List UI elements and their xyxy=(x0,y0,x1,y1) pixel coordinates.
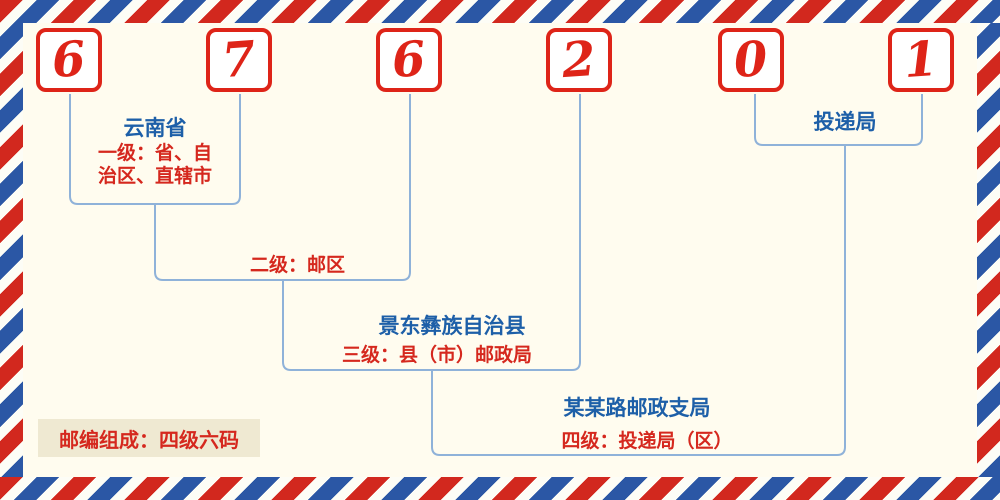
level4-desc-label: 四级：投递局（区） xyxy=(561,431,733,452)
delivery-office-label: 投递局 xyxy=(813,111,877,134)
postal-digit-6: 1 xyxy=(902,30,940,90)
airmail-border-right xyxy=(977,0,1000,500)
level1-desc-label: 一级：省、自 治区、直辖市 xyxy=(65,142,245,188)
postal-digit-box-6: 1 xyxy=(888,28,954,92)
branch-office-label: 某某路邮政支局 xyxy=(563,397,711,420)
postal-digit-box-1: 6 xyxy=(36,28,102,92)
level1-desc-line2: 治区、直辖市 xyxy=(97,166,212,187)
postal-digit-box-3: 6 xyxy=(376,28,442,92)
postal-digit-box-5: 0 xyxy=(718,28,784,92)
postal-digit-4: 2 xyxy=(560,30,598,90)
postal-digit-box-4: 2 xyxy=(546,28,612,92)
airmail-border-top xyxy=(0,0,1000,23)
level2-desc-label: 二级：邮区 xyxy=(249,255,345,276)
postal-digit-box-2: 7 xyxy=(206,28,272,92)
postal-digit-2: 7 xyxy=(220,30,258,90)
airmail-border-left xyxy=(0,0,23,500)
level3-desc-label: 三级：县（市）邮政局 xyxy=(341,345,532,366)
composition-badge: 邮编组成：四级六码 xyxy=(38,419,260,457)
airmail-border-bottom xyxy=(0,477,1000,500)
province-name-label: 云南省 xyxy=(123,117,187,140)
postal-digit-1: 6 xyxy=(50,30,88,90)
county-name-label: 景东彝族自治县 xyxy=(378,315,526,338)
postal-digit-3: 6 xyxy=(390,30,428,90)
level1-desc-line1: 一级：省、自 xyxy=(97,143,212,164)
postal-digit-5: 0 xyxy=(732,30,770,90)
